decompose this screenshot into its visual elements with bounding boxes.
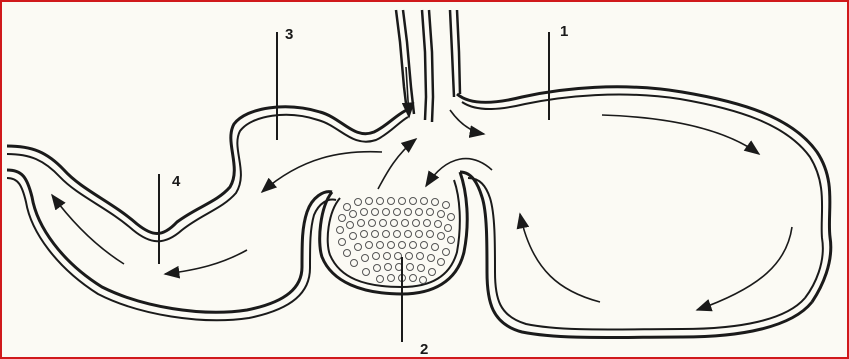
label-2: 2 xyxy=(420,342,428,357)
label-1: 1 xyxy=(560,24,568,39)
arrow-duct-to-chamber xyxy=(450,110,484,134)
arrow-lower-left xyxy=(165,250,247,274)
label-3: 3 xyxy=(285,27,293,42)
arrow-chamber-bottom-left xyxy=(520,214,600,302)
arrow-out-pouch xyxy=(378,139,416,189)
pointer-lines xyxy=(159,32,549,342)
label-4: 4 xyxy=(172,174,180,189)
arrow-into-pouch xyxy=(426,159,492,186)
arrow-chamber-right-down xyxy=(697,227,792,310)
organ-outline xyxy=(7,87,831,338)
flow-arrows xyxy=(52,67,792,310)
arrow-chamber-top xyxy=(602,115,759,154)
pouch-texture xyxy=(337,198,455,284)
arrow-to-left-chamber xyxy=(262,152,382,192)
duct-tubes xyxy=(396,10,460,122)
